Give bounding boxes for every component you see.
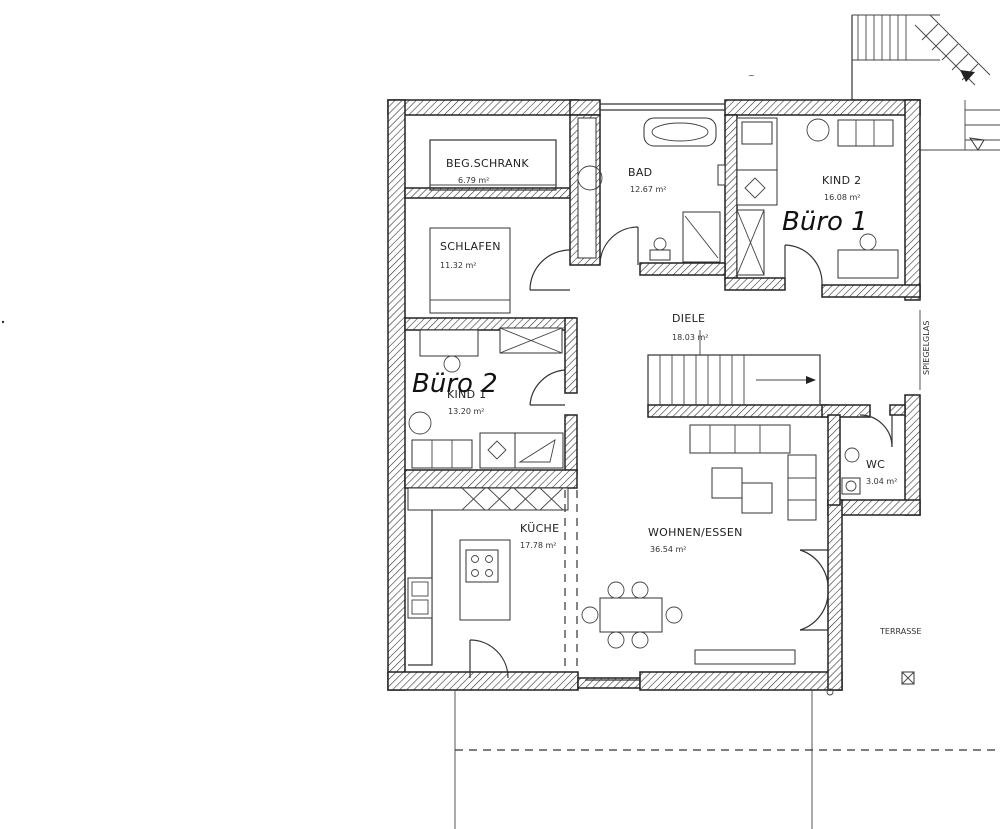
room-area-kind2: 16.08 m²: [824, 193, 860, 202]
annotation-buero1: Büro 1: [782, 207, 868, 237]
door-swings: [469, 226, 893, 679]
room-area-begschrank: 6.79 m²: [458, 176, 489, 185]
room-label-kind1: KIND 1: [447, 388, 486, 401]
room-label-wohnen: WOHNEN/ESSEN: [648, 526, 743, 539]
kind1-furniture: [408, 327, 564, 469]
exterior-walls: [387, 99, 921, 691]
room-area-kueche: 17.78 m²: [520, 541, 556, 550]
wc-fixtures: [841, 447, 861, 495]
spiegelglas-label: SPIEGELGLAS: [922, 321, 931, 375]
drain-icon: [901, 671, 915, 685]
living-dining-furniture: [581, 424, 817, 665]
room-area-wc: 3.04 m²: [866, 477, 897, 486]
bathroom-fixtures: [577, 117, 726, 263]
kitchen-furniture: [407, 487, 569, 666]
terrasse-label: TERRASSE: [879, 627, 921, 636]
room-area-bad: 12.67 m²: [630, 185, 666, 194]
room-label-kueche: KÜCHE: [520, 522, 559, 535]
room-label-wc: WC: [866, 458, 885, 471]
room-area-wohnen: 36.54 m²: [650, 545, 686, 554]
room-area-diele: 18.03 m²: [672, 333, 708, 342]
kind2-furniture: [736, 117, 899, 279]
stray-mark-top: ~: [748, 71, 755, 80]
interior-walls: [404, 114, 921, 506]
closet-outline: [429, 139, 557, 191]
room-label-bad: BAD: [628, 166, 652, 179]
room-label-kind2: KIND 2: [822, 174, 861, 187]
downpipe-icon: [826, 688, 834, 696]
room-label-schlafen: SCHLAFEN: [440, 240, 501, 253]
interior-staircase: [647, 330, 821, 406]
room-label-begschrank: BEG.SCHRANK: [446, 157, 529, 170]
room-area-schlafen: 11.32 m²: [440, 261, 476, 270]
annotation-buero2: Büro 2: [412, 369, 498, 399]
room-label-diele: DIELE: [672, 312, 705, 325]
exterior-staircase: [851, 14, 1000, 151]
site-boundary: [454, 690, 1000, 829]
bed: [429, 227, 511, 314]
stray-mark: [1, 320, 5, 324]
room-area-kind1: 13.20 m²: [448, 407, 484, 416]
